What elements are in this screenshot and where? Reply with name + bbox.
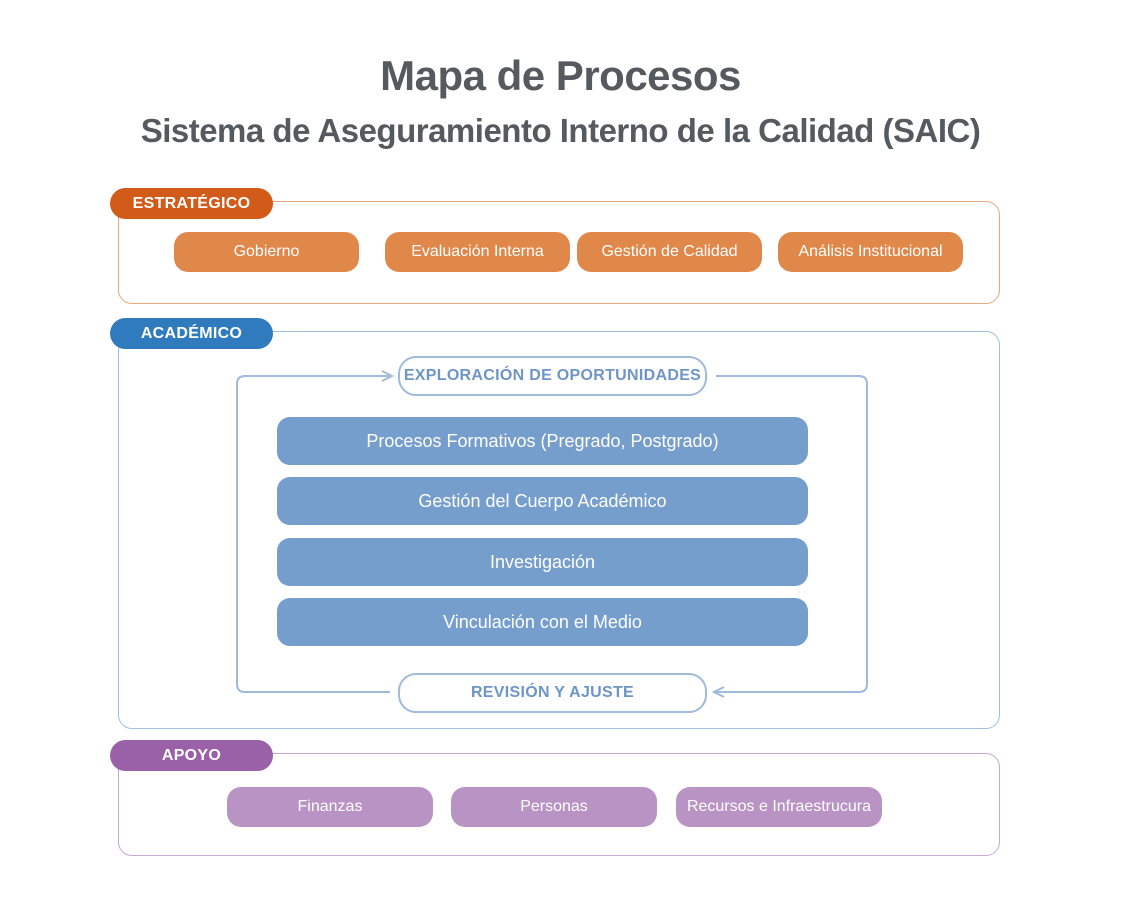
diagram-title: Mapa de Procesos xyxy=(380,52,741,99)
loop-left-path xyxy=(236,375,392,693)
arrow-head-left-icon xyxy=(711,686,725,698)
academic-tag: ACADÉMICO xyxy=(110,318,273,349)
support-tag: APOYO xyxy=(110,740,273,771)
strategic-item-gobierno: Gobierno xyxy=(174,232,359,272)
strategic-item-analisis-institucional: Análisis Institucional xyxy=(778,232,963,272)
strategic-item-gestion-calidad: Gestión de Calidad xyxy=(577,232,762,272)
support-item-recursos: Recursos e Infraestrucura xyxy=(676,787,882,827)
strategic-tag: ESTRATÉGICO xyxy=(110,188,273,219)
academic-item-investigacion: Investigación xyxy=(277,538,808,586)
academic-item-vinculacion: Vinculación con el Medio xyxy=(277,598,808,646)
arrow-head-right-icon xyxy=(381,370,395,382)
academic-item-cuerpo-academico: Gestión del Cuerpo Académico xyxy=(277,477,808,525)
support-item-personas: Personas xyxy=(451,787,657,827)
loop-top-label: EXPLORACIÓN DE OPORTUNIDADES xyxy=(398,356,707,396)
academic-item-procesos-formativos: Procesos Formativos (Pregrado, Postgrado… xyxy=(277,417,808,465)
support-item-finanzas: Finanzas xyxy=(227,787,433,827)
academic-frame xyxy=(118,331,1000,729)
loop-right-path xyxy=(714,375,868,693)
loop-bottom-label: REVISIÓN Y AJUSTE xyxy=(398,673,707,713)
strategic-item-evaluacion-interna: Evaluación Interna xyxy=(385,232,570,272)
diagram-subtitle: Sistema de Aseguramiento Interno de la C… xyxy=(140,112,981,149)
